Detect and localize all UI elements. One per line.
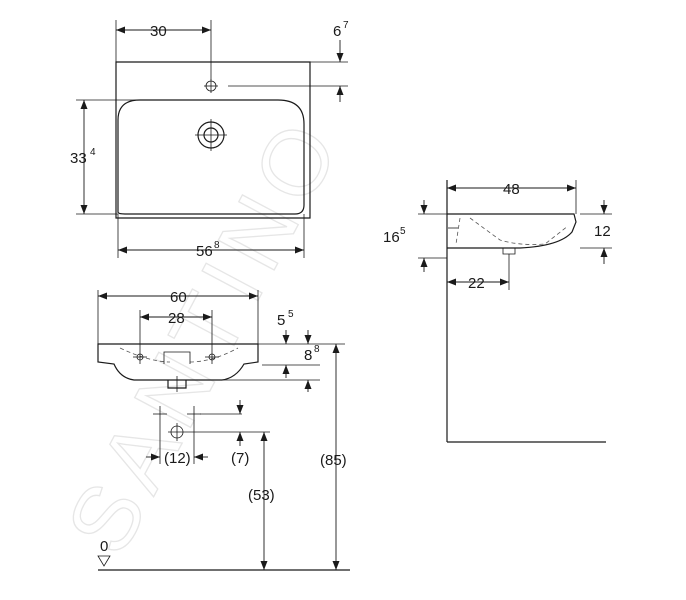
front-tap-block [163, 351, 191, 364]
top-view: 30 6 7 33 4 56 8 [70, 20, 349, 260]
dim-6-7: 6 [333, 23, 341, 40]
dim-85-paren: (85) [320, 452, 347, 469]
dim-22: 22 [468, 275, 485, 292]
dim-30: 30 [150, 23, 167, 40]
dim-5-5: 5 [277, 312, 285, 329]
dim-12: 12 [594, 223, 611, 240]
dim-33-4-sup: 4 [90, 147, 96, 158]
dim-12-paren: (12) [164, 450, 191, 467]
dim-8-8: 8 [304, 347, 312, 364]
level-marker [97, 555, 111, 567]
dim-33-4: 33 [70, 150, 87, 167]
fixing-hole-left [133, 350, 147, 364]
side-waste-stub [502, 248, 516, 255]
dim-5-5-sup: 5 [288, 309, 294, 320]
side-view: 48 16 5 12 22 [383, 180, 612, 443]
dim-16-5: 16 [383, 229, 400, 246]
fixing-hole-right [205, 350, 219, 364]
top-view-outline [115, 61, 311, 219]
dim-48: 48 [503, 181, 520, 198]
dim-16-5-sup: 5 [400, 226, 406, 237]
top-view-bowl [117, 99, 305, 215]
dim-28: 28 [168, 310, 185, 327]
side-basin-profile [447, 213, 577, 249]
front-view: 60 28 5 5 8 8 [97, 289, 350, 571]
dim-6-7-sup: 7 [343, 20, 349, 31]
dim-56-8-sup: 8 [214, 240, 220, 251]
floor-level-label: 0 [100, 538, 108, 555]
dim-7-paren: (7) [231, 450, 249, 467]
dim-60: 60 [170, 289, 187, 306]
watermark: SANTINO [48, 99, 363, 570]
dim-56-8: 56 [196, 243, 213, 260]
dim-53-paren: (53) [248, 487, 275, 504]
dim-8-8-sup: 8 [314, 344, 320, 355]
